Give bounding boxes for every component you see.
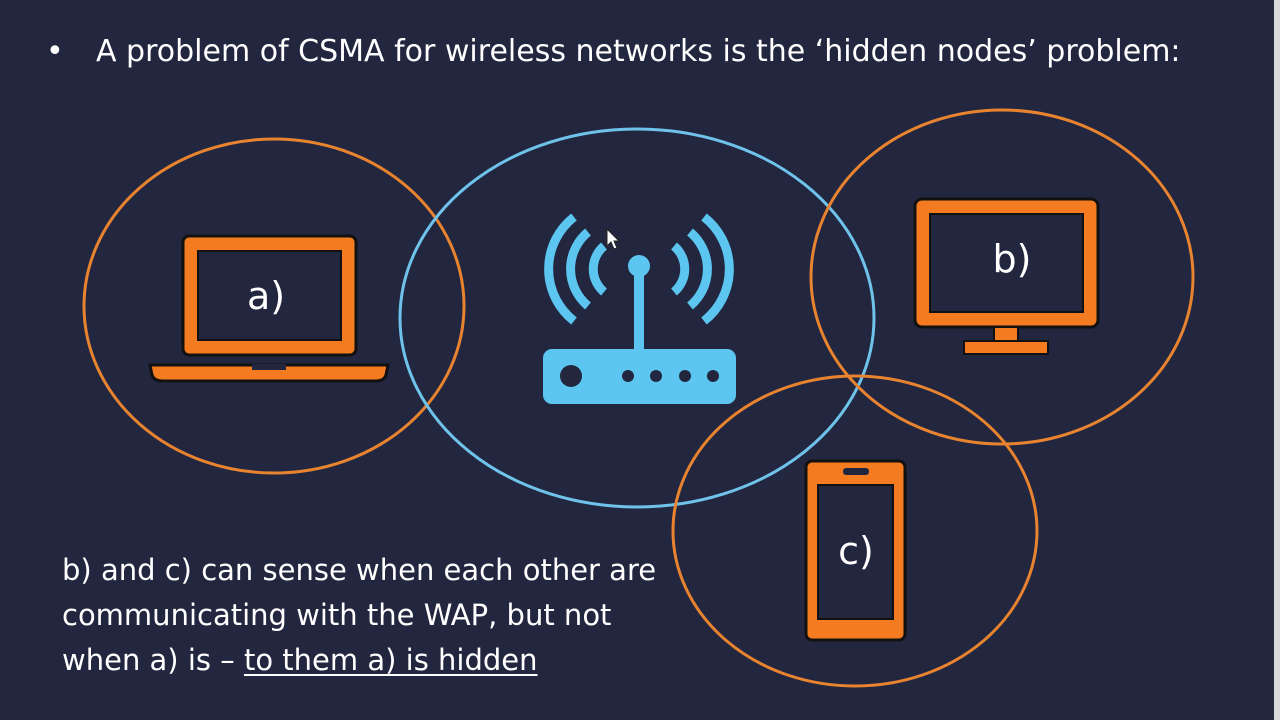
bullet-symbol: • xyxy=(46,34,64,69)
wireless-router-icon xyxy=(543,213,736,404)
node-b-label: b) xyxy=(993,237,1032,281)
explanation-underlined: to them a) is hidden xyxy=(243,643,538,677)
range-c-circle xyxy=(671,374,1039,688)
node-a-label: a) xyxy=(247,274,285,318)
explanation-text: b) and c) can sense when each other are … xyxy=(62,548,662,683)
monitor-icon xyxy=(913,197,1100,355)
bullet-heading: A problem of CSMA for wireless networks … xyxy=(96,34,1181,69)
mouse-cursor-icon xyxy=(606,227,621,250)
laptop-icon xyxy=(148,234,390,383)
explanation-plain: b) and c) can sense when each other are … xyxy=(62,553,657,677)
node-c-label: c) xyxy=(838,529,874,573)
window-edge xyxy=(1274,0,1280,720)
bullet-text: • A problem of CSMA for wireless networks… xyxy=(46,30,1181,74)
range-a-circle xyxy=(82,137,466,475)
range-wap-circle xyxy=(398,127,876,509)
range-b-circle xyxy=(809,108,1195,446)
smartphone-icon xyxy=(804,459,907,642)
